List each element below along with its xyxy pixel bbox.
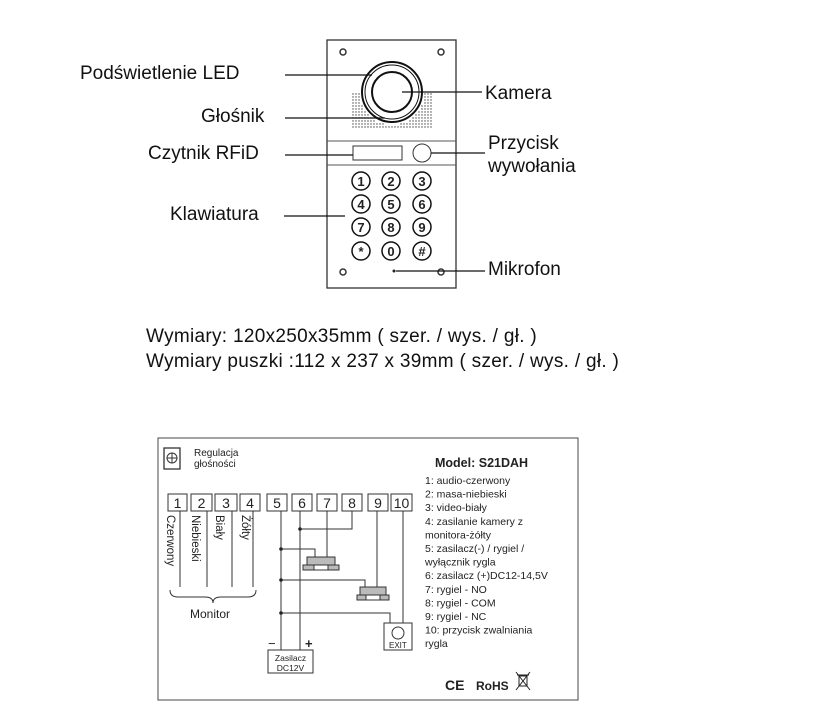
key-label: 5 <box>387 197 394 212</box>
svg-text:EXIT: EXIT <box>389 641 407 650</box>
rfid-label: Czytnik RFiD <box>148 143 259 164</box>
speaker-label: Głośnik <box>201 106 265 127</box>
legend-item: 4: zasilanie kamery z <box>425 516 523 528</box>
legend-item: 7: rygiel - NO <box>425 584 487 596</box>
key-button <box>381 171 401 191</box>
terminal-2 <box>190 493 213 512</box>
plus-sign: + <box>305 636 313 651</box>
camera-label: Kamera <box>485 83 552 104</box>
junction-dots <box>279 527 302 615</box>
legend-item: wyłącznik rygla <box>424 557 496 569</box>
key-label: 3 <box>418 174 425 189</box>
key-button <box>412 241 432 261</box>
key-button <box>381 217 401 237</box>
rfid-reader <box>352 145 403 161</box>
key-button <box>381 241 401 261</box>
terminal-4 <box>239 493 261 512</box>
terminal-number: 2 <box>198 495 206 511</box>
key-label: 0 <box>387 244 394 259</box>
lock-switch-nc <box>356 586 390 601</box>
power-supply: Zasilacz DC12V <box>267 649 314 674</box>
ce-mark: CE <box>445 677 464 693</box>
key-label: * <box>358 244 364 259</box>
wire-color-label: Biały <box>213 515 225 540</box>
monitor-wires: Czerwony Niebieski Biały Żółty <box>164 511 254 587</box>
key-label: 4 <box>357 197 365 212</box>
weee-bin-icon <box>515 671 531 691</box>
rohs-mark: RoHS <box>476 679 509 693</box>
call-button-label-1: Przycisk <box>488 133 559 154</box>
terminal-number: 3 <box>222 495 230 511</box>
key-button <box>351 217 371 237</box>
terminal-number: 10 <box>394 495 410 511</box>
box-dimensions: Wymiary puszki :112 x 237 x 39mm ( szer.… <box>146 351 620 372</box>
terminal-1 <box>167 493 188 512</box>
terminal-number: 1 <box>174 495 182 511</box>
terminal-number: 5 <box>273 495 281 511</box>
key-label: 8 <box>387 220 394 235</box>
wire-color-label: Żółty <box>239 515 252 540</box>
legend-item: 5: zasilacz(-) / rygiel / <box>425 543 524 555</box>
microphone-label: Mikrofon <box>488 259 561 280</box>
key-button <box>351 194 371 214</box>
key-button <box>351 171 371 191</box>
terminal-number: 6 <box>298 495 306 511</box>
key-button <box>412 194 432 214</box>
monitor-brace <box>169 589 257 604</box>
legend-item: 9: rygiel - NC <box>425 611 487 623</box>
monitor-label: Monitor <box>190 607 230 621</box>
key-label: 2 <box>387 174 394 189</box>
call-button-label-2: wywołania <box>488 156 576 177</box>
lock-switch-no <box>302 556 340 571</box>
key-button <box>351 241 371 261</box>
key-button <box>381 194 401 214</box>
wire-color-label: Niebieski <box>189 515 201 562</box>
microphone-icon <box>392 269 396 273</box>
terminal-number: 4 <box>246 495 254 511</box>
terminal-3 <box>214 493 238 512</box>
legend-item: 10: przycisk zwalniania <box>425 625 533 637</box>
model-label: Model: S21DAH <box>435 456 528 470</box>
keypad: 1 2 3 4 5 6 7 8 9 * 0 # <box>351 171 432 261</box>
svg-text:Zasilacz: Zasilacz <box>275 653 306 663</box>
terminal-number: 9 <box>374 495 382 511</box>
terminal-number: 7 <box>323 495 331 511</box>
leader-lines <box>284 74 485 272</box>
panel-dimensions: Wymiary: 120x250x35mm ( szer. / wys. / g… <box>146 326 538 347</box>
key-label: # <box>418 244 426 259</box>
legend-item: 6: zasilacz (+)DC12-14,5V <box>425 570 548 582</box>
key-label: 1 <box>357 174 364 189</box>
key-button <box>412 217 432 237</box>
terminal-9 <box>367 493 389 512</box>
volume-label-2: głośności <box>194 459 236 470</box>
terminal-6 <box>291 493 313 512</box>
volume-label-1: Regulacja <box>194 448 239 459</box>
minus-sign: − <box>268 636 276 651</box>
legend-item: 8: rygiel - COM <box>425 597 496 609</box>
key-label: 7 <box>357 220 364 235</box>
legend-item: 1: audio-czerwony <box>425 475 511 487</box>
key-label: 9 <box>418 220 425 235</box>
led-label: Podświetlenie LED <box>80 63 240 84</box>
terminal-number: 8 <box>348 495 356 511</box>
legend-item: rygla <box>425 638 448 650</box>
key-button <box>412 171 432 191</box>
svg-text:DC12V: DC12V <box>277 663 305 673</box>
terminal-5 <box>266 493 288 512</box>
call-button <box>412 143 432 163</box>
screw-icons <box>339 48 445 276</box>
terminal-10 <box>390 493 413 512</box>
key-label: 6 <box>418 197 425 212</box>
legend-item: monitora-żółty <box>425 529 492 541</box>
volume-adjust-icon <box>166 452 178 464</box>
legend-item: 2: masa-niebieski <box>425 489 507 501</box>
keypad-label: Klawiatura <box>170 204 259 225</box>
legend-item: 3: video-biały <box>425 502 488 514</box>
exit-button: EXIT <box>383 622 413 651</box>
wire-color-label: Czerwony <box>164 515 176 566</box>
